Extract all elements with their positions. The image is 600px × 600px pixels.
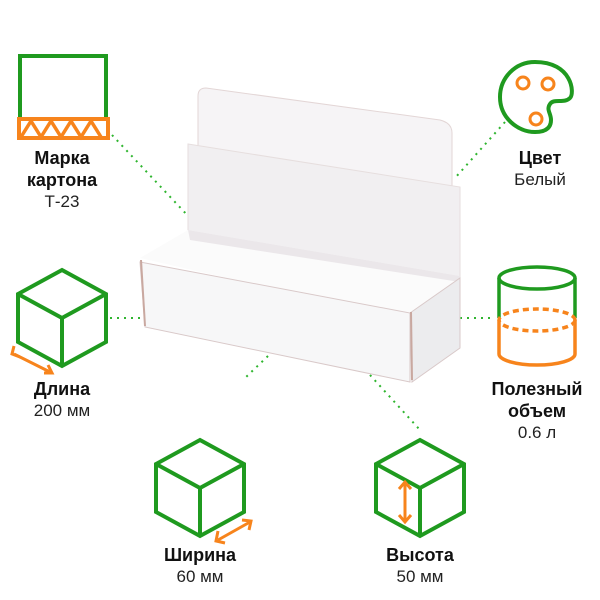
feature-title-line: картона	[26, 170, 98, 190]
width-arrow	[214, 518, 253, 545]
length-cube-icon	[10, 267, 108, 375]
feature-value: 0.6 л	[517, 423, 557, 442]
feature-volume: Полезный объем 0.6 л	[457, 378, 600, 444]
feature-value: 60 мм	[176, 567, 224, 586]
feature-title-line: Ширина	[163, 545, 237, 565]
height-cube-icon	[374, 437, 466, 539]
leader-line-grade	[111, 134, 191, 219]
feature-title-line: Полезный	[491, 379, 583, 399]
feature-color: Цвет Белый	[460, 147, 600, 191]
feature-grade: Марка картона Т-23	[0, 147, 142, 213]
volume-cylinder-icon	[497, 265, 577, 367]
length-arrow	[10, 345, 55, 375]
cardboard-grade-icon	[17, 54, 110, 141]
leader-line-width	[244, 355, 269, 379]
leader-lines	[110, 121, 506, 431]
feature-value: 200 мм	[33, 401, 91, 420]
height-arrow	[397, 479, 413, 525]
feature-title-line: Цвет	[518, 148, 562, 168]
feature-title-line: Длина	[33, 379, 91, 399]
feature-value: 50 мм	[396, 567, 444, 586]
feature-value: Т-23	[44, 192, 80, 211]
feature-value: Белый	[514, 170, 566, 189]
feature-title-line: Марка	[34, 148, 90, 168]
feature-length: Длина 200 мм	[0, 378, 142, 422]
feature-title-line: Высота	[386, 545, 454, 565]
feature-width: Ширина 60 мм	[120, 544, 280, 588]
feature-height: Высота 50 мм	[340, 544, 500, 588]
palette-icon	[497, 59, 574, 135]
width-cube-icon	[154, 437, 253, 545]
white-box-image	[139, 87, 461, 383]
leader-line-height	[369, 374, 421, 431]
feature-title-line: объем	[507, 401, 567, 421]
